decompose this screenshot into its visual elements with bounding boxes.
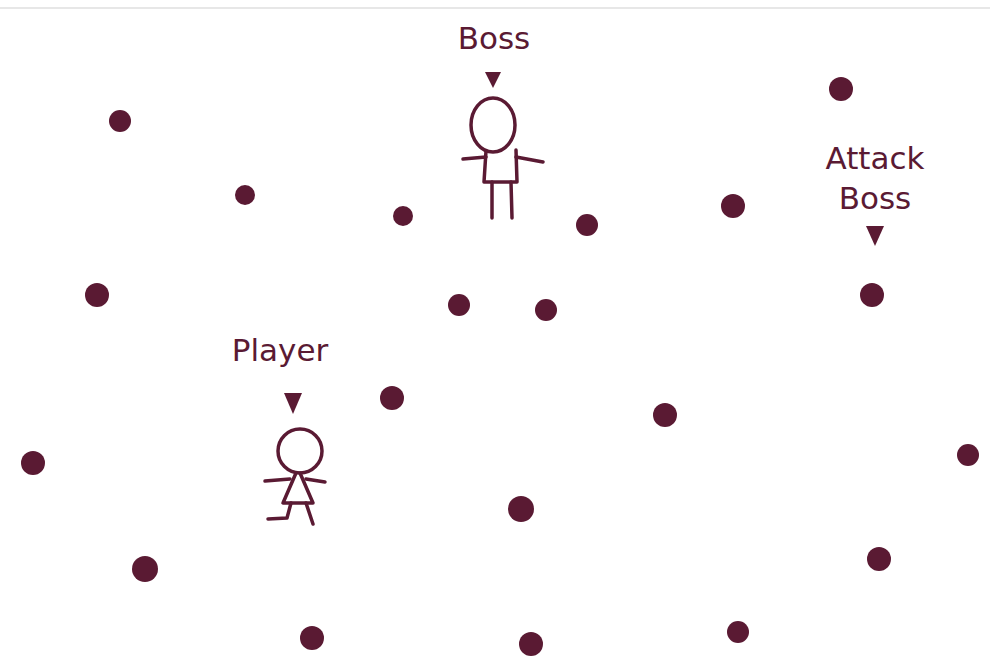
dot — [957, 444, 979, 466]
pointer-triangle — [485, 72, 501, 88]
arena-dots — [21, 77, 979, 656]
pointer-triangle — [284, 393, 302, 414]
dot — [727, 621, 749, 643]
dot — [867, 547, 891, 571]
boss-arms — [463, 157, 543, 162]
figure-label: Attack Boss — [815, 138, 935, 218]
dot — [576, 214, 598, 236]
dot — [721, 194, 745, 218]
top-rule — [0, 8, 990, 9]
dot — [535, 299, 557, 321]
player-head — [278, 429, 322, 473]
boss-figure — [463, 98, 543, 218]
dot — [508, 496, 534, 522]
dot — [860, 283, 884, 307]
dot — [448, 294, 470, 316]
dot — [109, 110, 131, 132]
boss-body — [484, 150, 517, 182]
dot — [653, 403, 677, 427]
figure-label: Player — [190, 330, 370, 370]
dot — [132, 556, 158, 582]
dot — [829, 77, 853, 101]
boss-legs — [492, 182, 512, 218]
dot — [519, 632, 543, 656]
pointer-triangle — [866, 226, 884, 246]
player-figure — [265, 429, 325, 524]
figure-label: Boss — [414, 18, 574, 58]
dot — [235, 185, 255, 205]
dot — [300, 626, 324, 650]
dot — [85, 283, 109, 307]
player-legs — [268, 503, 313, 524]
dot — [21, 451, 45, 475]
player-arms — [265, 479, 325, 482]
pointer-triangles — [284, 72, 884, 414]
dot — [393, 206, 413, 226]
boss-head — [471, 98, 515, 152]
dot — [380, 386, 404, 410]
